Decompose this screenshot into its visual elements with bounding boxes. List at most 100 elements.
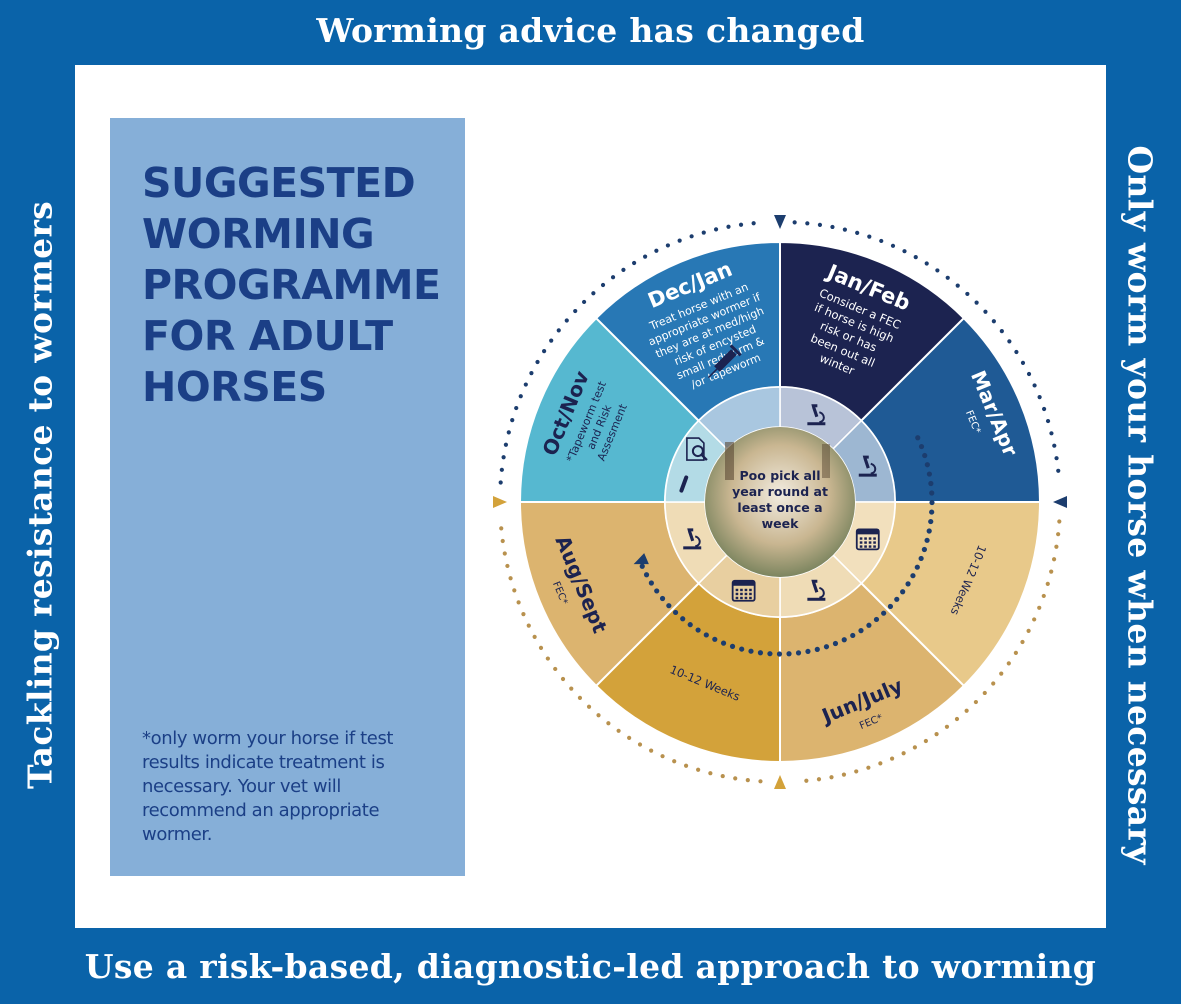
outer-dotted-ring xyxy=(902,249,907,254)
calendar-icon-header xyxy=(732,580,755,586)
inner-dotted-arc xyxy=(915,435,921,441)
arrow-apr-head xyxy=(1053,496,1067,508)
outer-dotted-ring xyxy=(660,754,665,759)
outer-dotted-ring xyxy=(829,775,834,780)
calendar-icon-day xyxy=(868,537,872,540)
outer-dotted-ring xyxy=(999,329,1004,334)
inner-arc-arrow-head xyxy=(633,553,649,565)
outer-dotted-ring xyxy=(538,645,544,650)
outer-dotted-ring xyxy=(955,283,960,288)
outer-dotted-ring xyxy=(573,308,578,314)
magnifier-document-icon-lens xyxy=(691,445,704,458)
outer-dotted-ring xyxy=(610,275,616,280)
calendar-icon-day xyxy=(744,588,748,592)
inner-dotted-arc xyxy=(757,650,764,656)
inner-dotted-arc xyxy=(648,580,654,586)
inner-dotted-arc xyxy=(924,462,930,468)
calendar-icon-day xyxy=(864,545,867,548)
outer-dotted-ring xyxy=(889,756,895,761)
outer-dotted-ring xyxy=(708,771,713,776)
outer-dotted-ring xyxy=(817,222,823,227)
title-line: WORMING xyxy=(142,210,375,258)
microscope-icon-arm xyxy=(694,535,701,548)
outer-dotted-ring xyxy=(830,224,835,230)
centre-text-line: Poo pick all xyxy=(740,468,821,483)
outer-dotted-ring xyxy=(1037,395,1042,400)
test-tube-icon-body xyxy=(679,475,689,493)
inner-dotted-arc xyxy=(795,650,802,656)
outer-dotted-ring xyxy=(506,430,511,435)
outer-dotted-ring xyxy=(529,371,534,376)
outer-dotted-ring xyxy=(1026,628,1031,633)
outer-dotted-ring xyxy=(637,742,643,747)
banner-right: Only worm your horse when necessary xyxy=(1120,145,1160,865)
outer-dotted-ring xyxy=(879,238,884,244)
outer-dotted-ring xyxy=(500,538,505,544)
calendar-icon-day xyxy=(868,545,872,548)
microscope-icon-base xyxy=(807,422,826,426)
outer-dotted-ring xyxy=(804,778,809,783)
inner-dotted-arc xyxy=(712,636,718,642)
microscope-icon-arm xyxy=(818,411,825,424)
outer-dotted-ring xyxy=(945,275,950,280)
microscope-icon-arm xyxy=(818,586,825,599)
inner-dotted-arc xyxy=(805,648,811,655)
calendar-icon-day xyxy=(735,588,739,592)
outer-dotted-ring xyxy=(503,442,509,447)
microscope-icon-body xyxy=(862,455,870,469)
outer-dotted-ring xyxy=(632,260,637,266)
inner-dotted-arc xyxy=(914,564,920,570)
outer-dotted-ring xyxy=(1056,532,1061,537)
calendar-icon-day xyxy=(735,596,739,600)
outer-dotted-ring xyxy=(596,713,601,718)
syringe-icon xyxy=(707,344,742,379)
outer-dotted-ring xyxy=(745,778,750,783)
outer-dotted-ring xyxy=(701,230,706,235)
centre-photo-post xyxy=(725,442,734,480)
outer-dotted-ring xyxy=(954,716,960,722)
banner-left: Tackling resistance to wormers xyxy=(20,200,60,790)
test-tube-icon xyxy=(679,475,689,493)
outer-dotted-ring xyxy=(738,222,744,227)
outer-dotted-ring xyxy=(553,666,558,672)
inner-dotted-arc xyxy=(767,651,773,657)
outer-dotted-ring xyxy=(564,318,569,323)
arrow-sept-head xyxy=(493,496,507,508)
microscope-icon-body xyxy=(687,528,695,542)
calendar-icon-day xyxy=(740,592,743,596)
calendar-icon-header xyxy=(856,529,879,535)
inner-dotted-arc xyxy=(928,480,934,487)
outer-dotted-ring xyxy=(545,656,550,661)
inner-dotted-arc xyxy=(921,546,927,553)
outer-dotted-ring xyxy=(521,611,526,617)
outer-dotted-ring xyxy=(643,254,648,259)
inner-dotted-arc xyxy=(881,610,887,616)
inner-dotted-arc xyxy=(905,581,911,587)
outer-dotted-ring xyxy=(1049,569,1054,574)
inner-dotted-arc xyxy=(786,651,792,657)
outer-dotted-ring xyxy=(855,230,860,235)
outer-dotted-ring xyxy=(924,261,929,266)
calendar-icon-day xyxy=(873,541,876,544)
outer-dotted-ring xyxy=(523,382,528,387)
outer-dotted-ring xyxy=(606,721,611,726)
inner-dotted-arc xyxy=(776,651,783,657)
inner-dotted-arc xyxy=(823,644,830,650)
outer-dotted-ring xyxy=(514,405,519,411)
outer-dotted-ring xyxy=(508,576,513,581)
calendar-icon-day xyxy=(740,596,743,600)
outer-dotted-ring xyxy=(1041,593,1046,599)
inner-dotted-arc xyxy=(720,640,727,646)
outer-dotted-ring xyxy=(1045,581,1050,586)
outer-dotted-ring xyxy=(512,588,517,593)
inner-dotted-arc xyxy=(929,499,935,506)
inner-dotted-arc xyxy=(814,646,820,652)
outer-dotted-ring xyxy=(1057,519,1062,524)
centre-text-line: week xyxy=(762,516,800,531)
outer-dotted-ring xyxy=(991,681,996,686)
outer-dotted-ring xyxy=(733,776,738,781)
outer-dotted-ring xyxy=(577,695,583,701)
microscope-icon xyxy=(807,579,826,601)
microscope-icon-base xyxy=(858,473,877,477)
